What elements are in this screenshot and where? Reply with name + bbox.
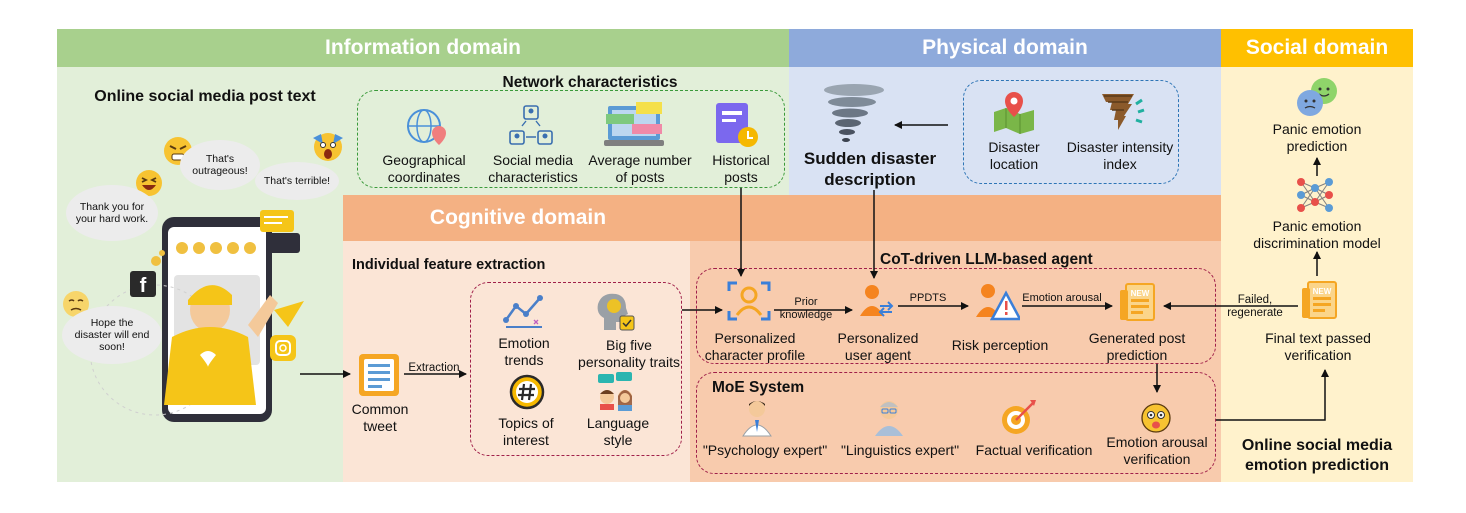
speech-bubble-outrageous: That's outrageous!	[180, 140, 260, 190]
svg-text:NEW: NEW	[1131, 289, 1150, 298]
expert-label: Factual verification	[975, 442, 1093, 458]
network-users-icon	[509, 105, 553, 145]
globe-pin-icon	[407, 109, 446, 145]
social-header	[1221, 29, 1413, 67]
personalized-character-profile: Personalized character profile	[704, 330, 806, 363]
physical-item-label: Disaster intensity index	[1066, 139, 1174, 172]
online-social-media-emotion-prediction: Online social media emotion prediction	[1241, 437, 1393, 474]
risk-perception-label: Risk perception	[951, 337, 1049, 353]
cognitive-domain-title: Cognitive domain	[429, 206, 607, 229]
cot-agent-title: CoT-driven LLM-based agent	[880, 251, 1093, 268]
risk-warning-icon	[976, 284, 1020, 321]
expert-label: Emotion arousal verification	[1106, 434, 1208, 467]
speech-people-icon	[598, 372, 632, 411]
final-text-passed-verification: Final text passed verification	[1265, 330, 1371, 363]
panic-emotion-prediction: Panic emotion prediction	[1272, 121, 1362, 154]
scholar-icon	[875, 401, 903, 436]
network-item-label: Social media characteristics	[488, 152, 578, 185]
expert-label: "Linguistics expert"	[840, 442, 960, 458]
generated-news-icon: NEW	[1120, 283, 1155, 321]
svg-text:f: f	[140, 275, 147, 297]
neural-network-icon	[1297, 178, 1333, 212]
emotion-arousal-label: Emotion arousal	[1022, 292, 1102, 304]
cot-agent-box	[696, 268, 1216, 364]
information-domain-title: Information domain	[325, 36, 521, 59]
physical-domain-title: Physical domain	[922, 36, 1088, 59]
emoji-icon	[1141, 403, 1171, 433]
speech-bubble-terrible: That's terrible!	[255, 162, 339, 200]
feature-label: Topics of interest	[498, 415, 554, 448]
post-text-title: Online social media post text	[94, 88, 316, 105]
feature-label: Big five personality traits	[578, 337, 680, 370]
moe-system-box	[696, 372, 1216, 474]
information-header	[57, 29, 789, 67]
document-clock-icon	[716, 103, 758, 147]
laptop-posts-icon	[604, 102, 664, 146]
emotion-faces-icon	[1297, 78, 1337, 116]
hashtag-icon	[509, 374, 545, 410]
personality-head-icon	[597, 293, 635, 331]
speech-bubble-hope: Hope the disaster will end soon!	[62, 306, 162, 364]
tornado-icon	[1102, 94, 1145, 130]
doctor-icon	[742, 401, 772, 437]
generated-post-prediction: Generated post prediction	[1088, 330, 1186, 363]
network-characteristics-title: Network characteristics	[502, 74, 678, 91]
svg-text:NEW: NEW	[1313, 287, 1332, 296]
network-item-label: Historical posts	[712, 152, 770, 185]
cognitive-header	[343, 195, 1221, 241]
user-agent-icon	[860, 285, 894, 317]
failed-regenerate-label: Failed, regenerate	[1227, 294, 1283, 319]
expert-label: "Psychology expert"	[702, 442, 828, 458]
network-characteristics-box	[357, 90, 785, 188]
common-tweet-label: Common tweet	[351, 401, 409, 434]
laughing-emoji-icon	[136, 170, 162, 196]
trend-icon	[503, 295, 543, 328]
feature-label: Language style	[586, 415, 650, 448]
speech-bubble-thank-you: Thank you for your hard work.	[66, 185, 158, 241]
individual-feature-extraction-title: Individual feature extraction	[352, 257, 546, 273]
profile-frame-icon	[727, 281, 771, 321]
moe-system-title: MoE System	[712, 379, 805, 396]
tweet-document-icon	[359, 354, 399, 396]
individual-features-box	[470, 282, 682, 456]
network-item-label: Average number of posts	[588, 152, 692, 185]
phone-illustration: f	[89, 210, 304, 422]
personalized-user-agent: Personalized user agent	[837, 330, 919, 363]
panic-emotion-discrimination-model: Panic emotion discrimination model	[1253, 218, 1381, 251]
shocked-emoji-icon	[313, 133, 343, 161]
physical-header	[789, 29, 1221, 67]
network-item-label: Geographical coordinates	[382, 152, 466, 185]
prior-knowledge-label: Prior knowledge	[779, 296, 833, 321]
agent-region	[690, 241, 1221, 482]
feature-label: Emotion trends	[498, 335, 550, 368]
map-pin-icon	[994, 92, 1034, 134]
ppdts-label: PPDTS	[909, 292, 947, 304]
physical-item-label: Disaster location	[988, 139, 1040, 172]
tornado-large-icon	[824, 84, 884, 142]
physical-factors-box	[963, 80, 1179, 184]
social-domain-title: Social domain	[1245, 36, 1389, 59]
news-document-icon: NEW	[1302, 281, 1337, 319]
sudden-disaster-description: Sudden disaster description	[803, 149, 937, 189]
extraction-label: Extraction	[408, 362, 460, 374]
target-icon	[1002, 400, 1036, 434]
